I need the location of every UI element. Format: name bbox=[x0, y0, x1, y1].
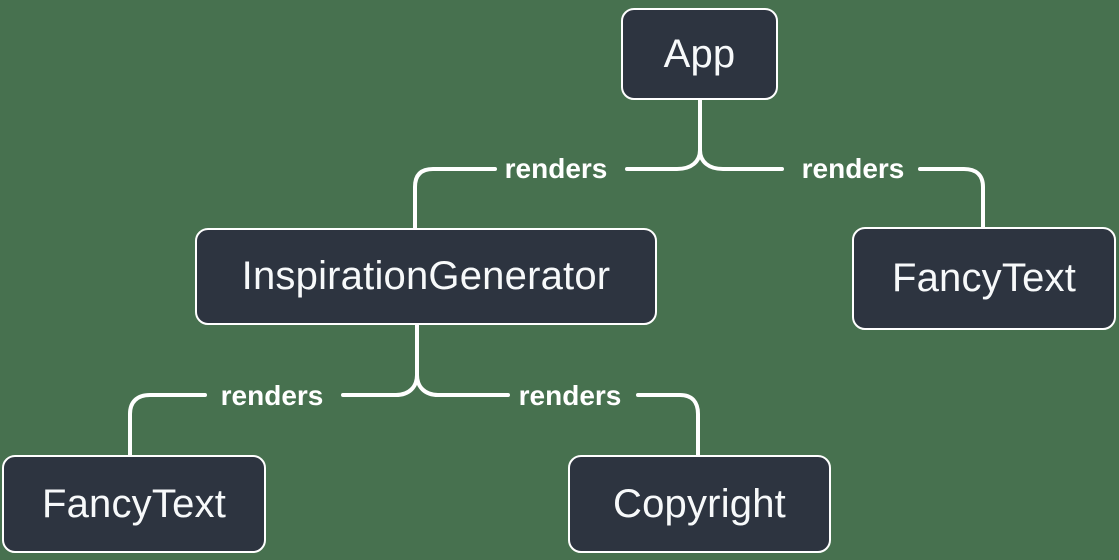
edge-app-fancytext-b bbox=[918, 167, 985, 229]
node-copyright: Copyright bbox=[568, 455, 831, 553]
node-inspiration-generator: InspirationGenerator bbox=[195, 228, 657, 325]
edge-inspiration-fancytext-b bbox=[128, 393, 207, 457]
node-inspiration-generator-label: InspirationGenerator bbox=[241, 254, 611, 298]
edge-inspiration-copyright-b bbox=[636, 393, 700, 457]
edge-label-renders-inspiration-fancytext: renders bbox=[220, 380, 324, 411]
edge-app-inspirationgenerator-b bbox=[413, 167, 497, 230]
edge-label-renders-inspiration-copyright: renders bbox=[518, 380, 622, 411]
node-app: App bbox=[621, 8, 778, 100]
node-fancy-text-top-label: FancyText bbox=[891, 256, 1077, 300]
edge-inspiration-copyright-a bbox=[415, 373, 510, 397]
edge-inspiration-fancytext-a bbox=[341, 373, 419, 397]
edge-label-renders-app-fancytext: renders bbox=[801, 153, 905, 184]
edge-app-fancytext-a bbox=[698, 148, 784, 171]
node-fancy-text-bottom: FancyText bbox=[2, 455, 266, 553]
edge-label-renders-app-inspiration: renders bbox=[504, 153, 608, 184]
node-fancy-text-bottom-label: FancyText bbox=[41, 481, 227, 526]
node-app-label: App bbox=[663, 31, 736, 76]
edge-app-inspirationgenerator-a bbox=[625, 148, 702, 171]
node-copyright-label: Copyright bbox=[613, 481, 786, 526]
node-fancy-text-top: FancyText bbox=[852, 227, 1116, 330]
